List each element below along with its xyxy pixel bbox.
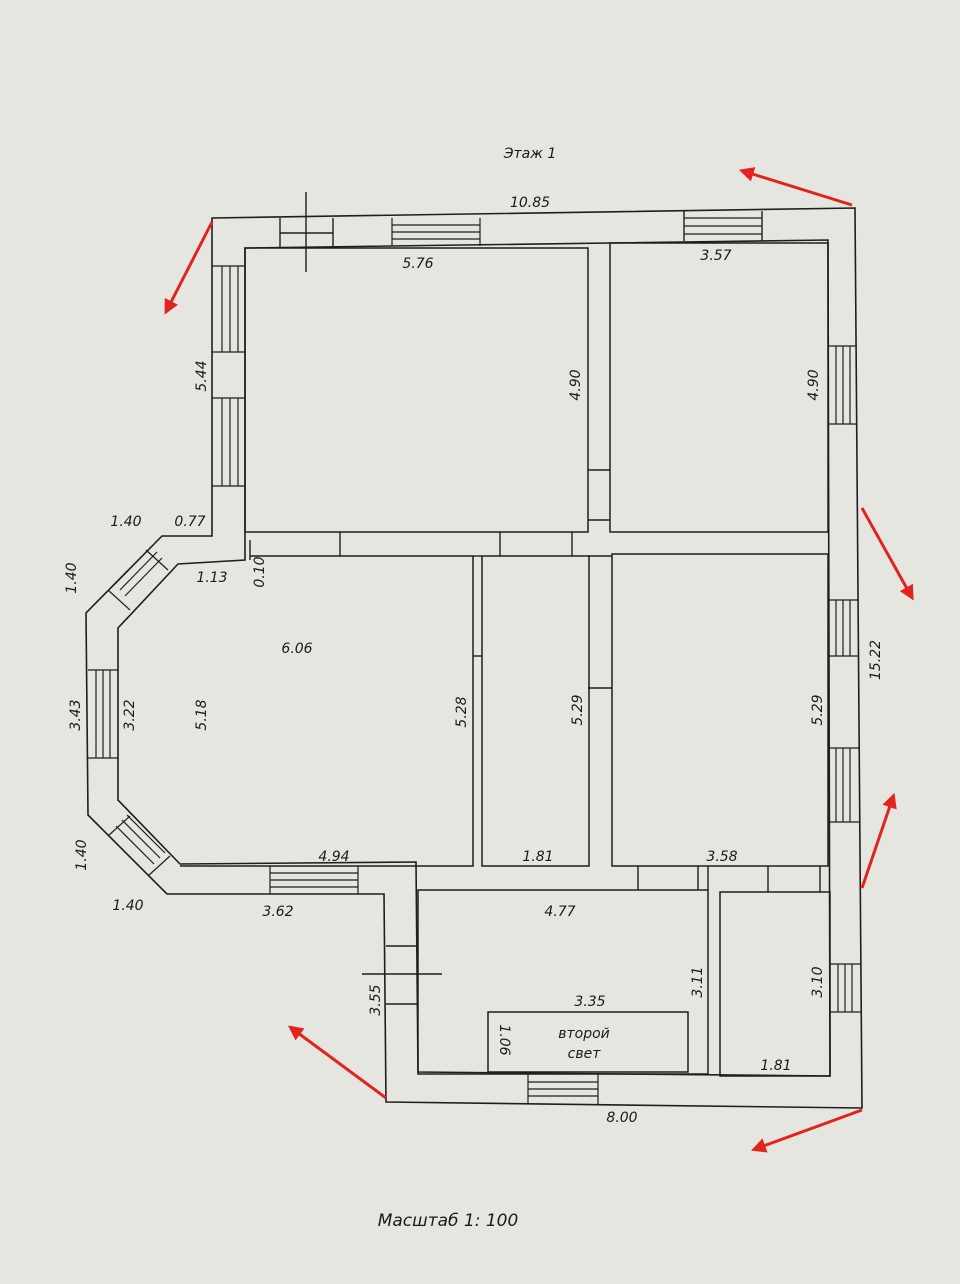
dim-vestibule-height: 3.55: [368, 984, 384, 1015]
dim-hall-width: 1.81: [522, 849, 553, 865]
window-west-2: [212, 397, 245, 487]
window-east-4: [830, 963, 861, 1013]
dim-west-wall-upper: 5.44: [194, 360, 210, 391]
dim-annex-width: 4.77: [544, 904, 575, 920]
dim-south-wall-total: 8.00: [606, 1110, 637, 1126]
dim-bay-outer-height: 3.43: [68, 699, 84, 730]
walls: [85, 207, 863, 1109]
dim-living-height-left: 5.18: [194, 699, 210, 730]
outer-wall-contour: [85, 207, 863, 1109]
room-annex: [417, 889, 709, 1075]
dim-bay-top-short: 0.77: [174, 514, 205, 530]
dim-bath-width: 1.81: [760, 1058, 791, 1074]
dim-bay-inner-top: 1.13: [196, 570, 227, 586]
room-northwest: [244, 247, 589, 533]
dim-room-ne-height: 4.90: [806, 369, 822, 400]
window-bay-west: [88, 669, 118, 759]
dim-bay-side-top: 1.40: [64, 562, 80, 593]
dim-bay-top-long: 1.40: [110, 514, 141, 530]
dim-overall-width-top: 10.85: [510, 195, 550, 211]
room-bath: [719, 891, 831, 1077]
arrow-icon: [750, 1108, 863, 1153]
dim-room-e-width: 3.58: [706, 849, 737, 865]
window-east-1: [828, 345, 857, 425]
window-north-2: [684, 217, 762, 235]
dim-bay-bottom-long: 1.40: [112, 898, 143, 914]
window-south-annex: [527, 1074, 599, 1104]
arrow-icon: [287, 1025, 387, 1100]
arrow-icon: [164, 221, 214, 315]
dim-room-nw-height: 4.90: [568, 369, 584, 400]
window-south-living: [269, 866, 359, 894]
room-east: [611, 553, 829, 867]
second-light-label-2: свет: [568, 1046, 602, 1062]
dim-bath-height: 3.10: [810, 966, 826, 997]
room-northeast: [609, 242, 829, 533]
red-annotation-arrows: [164, 167, 914, 1153]
dim-offset-small: 0.10: [252, 556, 268, 587]
dim-bay-inner-height: 3.22: [122, 699, 138, 730]
dim-east-wall-total: 15.22: [868, 640, 884, 680]
window-east-3: [828, 747, 859, 823]
window-west-1: [212, 265, 245, 353]
plan-title: Этаж 1: [503, 146, 556, 162]
inner-wall-contour: [117, 239, 831, 1077]
dim-south-wall-left: 3.62: [262, 904, 293, 920]
arrow-icon: [860, 792, 897, 889]
dim-second-light-width: 3.35: [574, 994, 605, 1010]
room-living: [180, 555, 474, 867]
second-light-label-1: второй: [558, 1026, 610, 1042]
dim-room-e-height: 5.29: [810, 694, 826, 725]
window-bay-southwest: [107, 814, 171, 877]
dim-living-height-right: 5.28: [454, 696, 470, 727]
dim-hall-height: 5.29: [570, 694, 586, 725]
room-hall: [481, 555, 590, 867]
dim-room-ne-width: 3.57: [700, 248, 731, 264]
dim-living-bottom-width: 4.94: [318, 849, 349, 865]
dim-bay-side-bottom: 1.40: [74, 839, 90, 870]
dim-second-light-depth: 1.06: [496, 1024, 512, 1055]
window-bay-northwest: [107, 545, 169, 611]
rooms: [180, 242, 831, 1077]
arrow-icon: [860, 507, 914, 601]
dim-room-nw-width: 5.76: [402, 256, 433, 272]
arrow-icon: [738, 167, 853, 207]
dim-annex-height: 3.11: [690, 966, 706, 997]
door-openings: [249, 192, 821, 1005]
dim-living-width: 6.06: [281, 641, 312, 657]
window-north-1: [391, 218, 481, 246]
window-east-2: [828, 599, 858, 657]
windows: [88, 217, 861, 1104]
scale-label: Масштаб 1: 100: [378, 1211, 519, 1231]
second-light-box: [487, 1011, 689, 1073]
